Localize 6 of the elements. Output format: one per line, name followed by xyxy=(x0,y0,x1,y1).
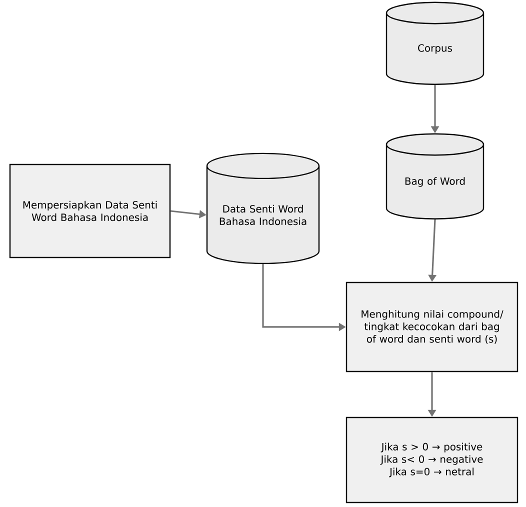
process-box: Jika s > 0 → positive Jika s< 0 → negative Jika s=0 → netral xyxy=(346,416,518,504)
process-box: Mempersiapkan Data Senti Word Bahasa Indonesia xyxy=(9,164,171,258)
database-cylinder: Corpus xyxy=(386,2,484,85)
database-cylinder: Data Senti Word Bahasa Indonesia xyxy=(206,152,320,264)
process-box: Menghitung nilai compound/ tingkat kecocokan dari bag of word dan senti word (s) xyxy=(346,282,518,372)
database-cylinder: Bag of Word xyxy=(386,133,484,220)
